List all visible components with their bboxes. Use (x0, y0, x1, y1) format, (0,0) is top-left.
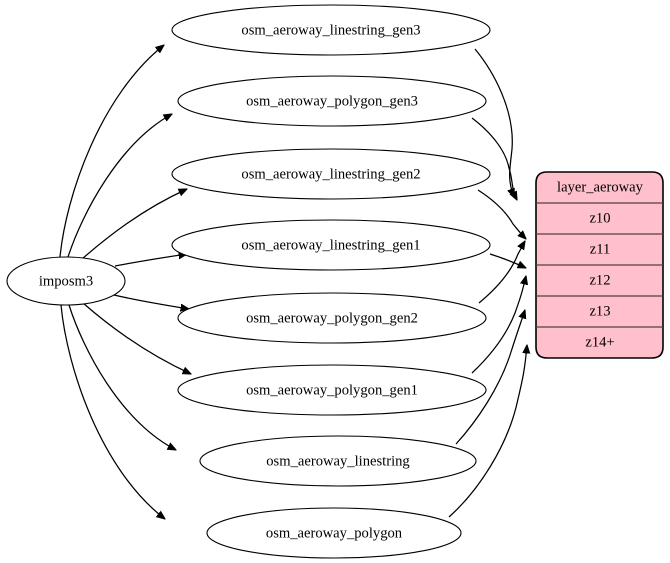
ellipse-shape[interactable] (206, 507, 462, 559)
edge-imposm3-to-polygon-gen3 (67, 114, 172, 258)
node-label: osm_aeroway_linestring_gen2 (241, 166, 420, 182)
node-label: osm_aeroway_polygon (266, 525, 403, 541)
edge-polygon-to-z14plus (448, 345, 527, 518)
edge-polygon-gen1-to-z12 (471, 276, 526, 374)
edge-linestring-to-z13 (455, 310, 525, 445)
edge-polygon-gen3-to-z10 (471, 117, 517, 200)
node-osm-aeroway-polygon-gen2[interactable]: osm_aeroway_polygon_gen2 (177, 292, 487, 344)
node-label: osm_aeroway_polygon_gen2 (246, 310, 418, 326)
edge-imposm3-to-polygon-gen1 (82, 302, 191, 374)
ellipse-shape[interactable] (171, 148, 491, 200)
node-layer-aeroway-table[interactable]: layer_aeroway z10 z11 z12 z13 z14+ (535, 171, 664, 359)
ellipse-shape[interactable] (171, 4, 491, 56)
edge-imposm3-to-linestring (68, 304, 176, 450)
imposm3-label: imposm3 (39, 273, 93, 289)
node-label: osm_aeroway_polygon_gen1 (246, 382, 418, 398)
imposm3-ellipse[interactable] (6, 256, 126, 306)
edge-linestring-gen2-to-z11 (477, 189, 526, 239)
edge-linestring-gen3-to-z10 (474, 48, 514, 197)
node-label: osm_aeroway_polygon_gen3 (246, 93, 418, 109)
table-row-z10[interactable]: z10 (589, 210, 610, 226)
edge-group-source-to-tables (59, 45, 191, 519)
ellipse-shape[interactable] (177, 364, 487, 416)
node-osm-aeroway-linestring-gen1[interactable]: osm_aeroway_linestring_gen1 (171, 219, 491, 271)
edge-imposm3-to-polygon-gen2 (113, 294, 189, 309)
node-osm-aeroway-polygon-gen3[interactable]: osm_aeroway_polygon_gen3 (177, 75, 487, 127)
node-label: osm_aeroway_linestring_gen1 (241, 237, 420, 253)
ellipse-shape[interactable] (177, 292, 487, 344)
node-imposm3[interactable]: imposm3 (6, 256, 126, 306)
node-osm-aeroway-linestring-gen3[interactable]: osm_aeroway_linestring_gen3 (171, 4, 491, 56)
edge-imposm3-to-linestring-gen2 (81, 189, 187, 260)
node-label: osm_aeroway_linestring_gen3 (241, 22, 420, 38)
table-row-z13[interactable]: z13 (589, 303, 610, 319)
edge-imposm3-to-linestring-gen1 (114, 254, 187, 267)
node-osm-aeroway-polygon[interactable]: osm_aeroway_polygon (206, 507, 462, 559)
table-row-z12[interactable]: z12 (589, 272, 610, 288)
edge-polygon-gen2-to-z11 (478, 241, 525, 304)
table-row-z14plus[interactable]: z14+ (585, 334, 614, 350)
edge-linestring-gen1-to-z12 (489, 253, 526, 268)
ellipse-shape[interactable] (177, 75, 487, 127)
edge-imposm3-to-linestring-gen3 (59, 45, 164, 258)
edge-imposm3-to-polygon (60, 304, 165, 519)
node-label: osm_aeroway_linestring (266, 453, 410, 469)
node-osm-aeroway-polygon-gen1[interactable]: osm_aeroway_polygon_gen1 (177, 364, 487, 416)
table-header-label: layer_aeroway (557, 179, 644, 195)
node-osm-aeroway-linestring[interactable]: osm_aeroway_linestring (199, 435, 477, 487)
ellipse-shape[interactable] (199, 435, 477, 487)
edge-group-tables-to-layer (448, 48, 527, 518)
ellipse-shape[interactable] (171, 219, 491, 271)
node-osm-aeroway-linestring-gen2[interactable]: osm_aeroway_linestring_gen2 (171, 148, 491, 200)
table-row-z11[interactable]: z11 (590, 241, 611, 257)
